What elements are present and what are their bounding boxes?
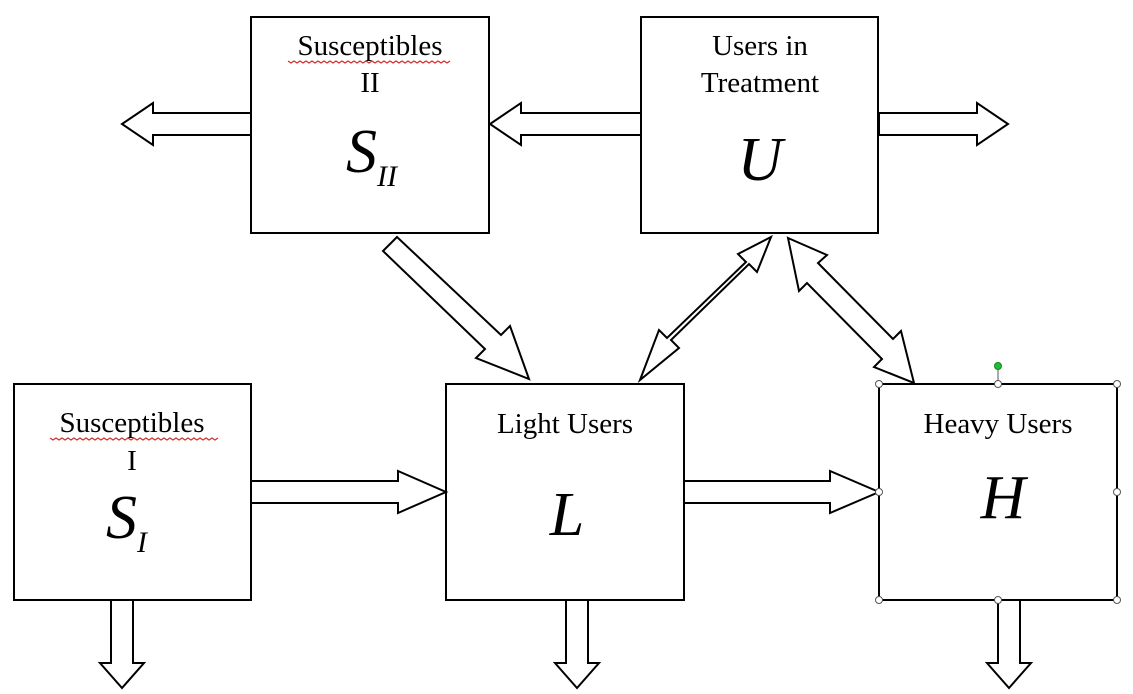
spellcheck-underline: [49, 437, 219, 441]
symbol-s-i: SI: [106, 484, 149, 559]
symbol-h: H: [980, 464, 1029, 532]
arrow-l-to-h: [683, 469, 882, 515]
resize-handle-top-left[interactable]: [875, 380, 883, 388]
box-susceptibles-i[interactable]: [13, 383, 252, 601]
resize-handle-top-middle[interactable]: [994, 380, 1002, 388]
arrow-u-h-bidirectional: [786, 236, 916, 385]
arrow-l-u-bidirectional: [637, 234, 773, 384]
spellcheck-underline: [287, 60, 451, 64]
heavy-users-label: Heavy Users: [924, 408, 1073, 440]
arrow-s1-to-l: [250, 469, 449, 515]
arrow-u-outflow-right: [878, 101, 1010, 147]
resize-handle-middle-left[interactable]: [875, 488, 883, 496]
susceptibles-ii-label-line1: Susceptibles: [298, 30, 443, 62]
users-in-treatment-label-line1: Users in: [712, 30, 808, 62]
arrow-u-to-s2: [488, 101, 642, 147]
resize-handle-top-right[interactable]: [1113, 380, 1121, 388]
box-light-users[interactable]: [445, 383, 685, 601]
arrow-s2-to-l: [381, 235, 531, 381]
susceptibles-i-label-line1: Susceptibles: [60, 407, 205, 439]
arrow-s2-outflow-left: [120, 101, 252, 147]
rotation-handle[interactable]: [994, 362, 1002, 370]
box-susceptibles-ii[interactable]: [250, 16, 490, 234]
resize-handle-bottom-right[interactable]: [1113, 596, 1121, 604]
users-in-treatment-label-line2: Treatment: [701, 67, 819, 99]
susceptibles-ii-label-line2: II: [360, 67, 379, 99]
resize-handle-middle-right[interactable]: [1113, 488, 1121, 496]
box-users-in-treatment[interactable]: [640, 16, 879, 234]
light-users-label: Light Users: [497, 408, 633, 440]
arrow-l-outflow-down: [552, 599, 602, 690]
susceptibles-i-label-line2: I: [127, 445, 137, 477]
resize-handle-bottom-middle[interactable]: [994, 596, 1002, 604]
symbol-s-ii: SII: [346, 118, 399, 193]
symbol-u: U: [738, 126, 787, 194]
symbol-l: L: [549, 481, 584, 549]
arrow-s1-outflow-down: [97, 599, 147, 690]
resize-handle-bottom-left[interactable]: [875, 596, 883, 604]
arrow-h-outflow-down: [984, 599, 1034, 690]
